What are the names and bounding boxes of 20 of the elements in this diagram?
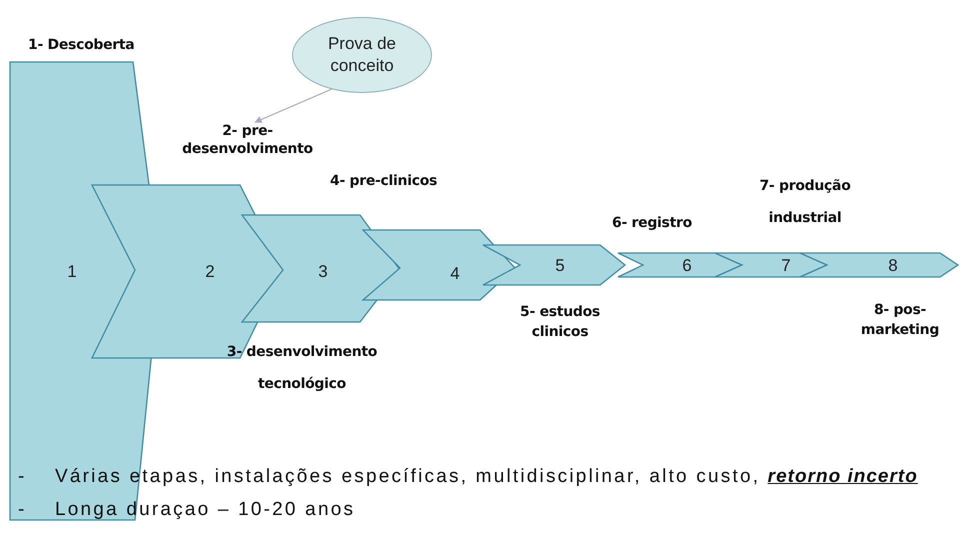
stage-number: 1 [67,262,77,282]
stage-number: 8 [888,256,898,276]
stage-label: 4- pre-clinicos [330,172,438,190]
bullet-dash: - [18,466,27,488]
stage-number: 7 [781,256,791,276]
callout-text: Prova de conceito [326,33,398,77]
stage-number: 6 [682,256,692,276]
stage-label: 1- Descoberta [28,36,136,54]
stage-number: 4 [450,264,460,284]
stage-label: 8- pos- marketing [860,301,940,340]
stage-label: 2- pre- desenvolvimento [181,122,314,158]
stage-label: 3- desenvolvimento tecnológico [226,343,378,394]
stage-label: 7- produção industrial [758,177,852,228]
stage-label: 6- registro [612,214,693,232]
stage-label: 5- estudos clinicos [519,303,601,342]
stage-number: 3 [318,262,328,282]
bullet-dash: - [18,499,27,521]
leader-line [254,88,332,123]
stage-number: 2 [205,262,215,282]
stage-number: 5 [555,256,565,276]
